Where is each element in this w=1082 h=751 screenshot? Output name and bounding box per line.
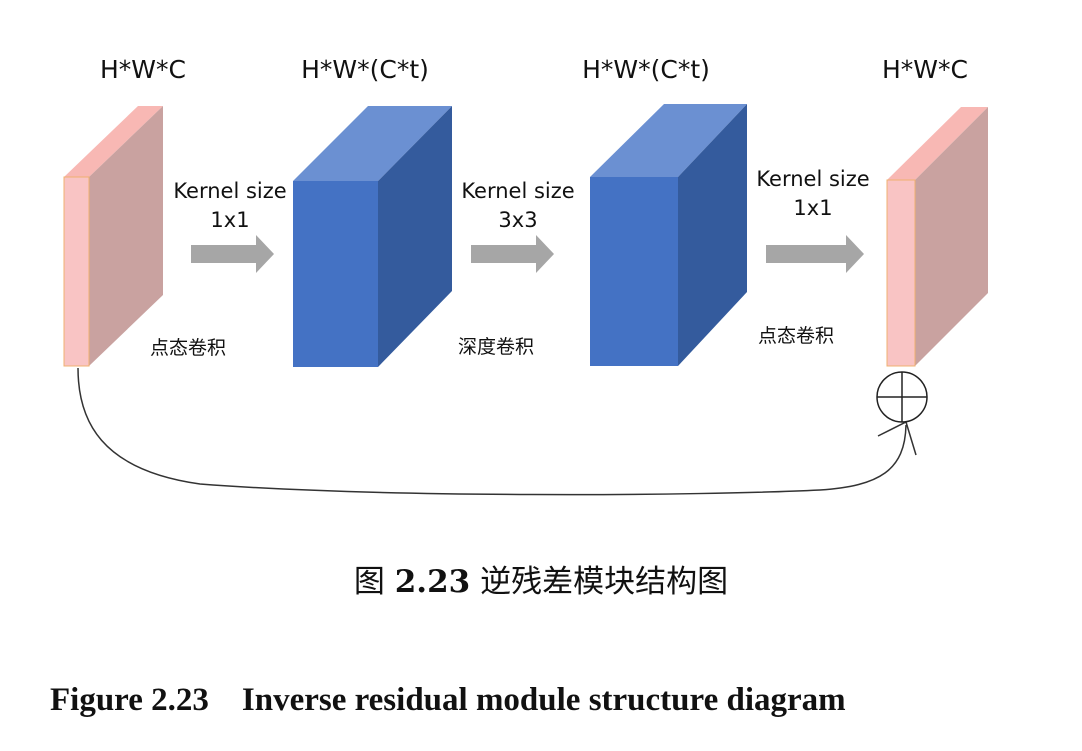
input-tensor-top — [64, 106, 163, 177]
expanded-block-1 — [293, 106, 452, 367]
expanded-block-2 — [590, 104, 747, 366]
expanded-block-1-top — [293, 106, 452, 181]
output-tensor-front — [886, 179, 916, 367]
op-1-name: 点态卷积 — [150, 337, 226, 359]
arrow-3 — [766, 235, 864, 273]
expanded-block-1-front — [293, 181, 378, 367]
caption-cn-number: 2.23 — [394, 564, 471, 600]
arrow-1 — [191, 235, 274, 273]
caption-chinese: 图 2.23 逆残差模块结构图 — [0, 556, 1082, 601]
op-2-name: 深度卷积 — [458, 336, 534, 358]
op-1-kernel-line2: 1x1 — [210, 208, 249, 232]
op-3-kernel-line1: Kernel size — [756, 167, 869, 191]
op-2-kernel-line2: 3x3 — [498, 208, 537, 232]
expanded-block-2-side — [678, 104, 747, 366]
stage-2-dims: H*W*(C*t) — [301, 55, 429, 84]
arrow-2 — [471, 235, 554, 273]
add-circle-icon — [876, 371, 928, 423]
caption-cn-prefix: 图 — [353, 564, 395, 600]
input-tensor-front — [63, 176, 90, 367]
op-1-kernel-line1: Kernel size — [173, 179, 286, 203]
expanded-block-2-front — [590, 177, 678, 366]
op-3-kernel-line2: 1x1 — [793, 196, 832, 220]
stage-3-dims: H*W*(C*t) — [582, 55, 710, 84]
output-tensor — [886, 107, 988, 367]
input-tensor-side — [89, 106, 163, 366]
op-3-name: 点态卷积 — [758, 325, 834, 347]
expanded-block-2-top — [590, 104, 747, 177]
residual-arrowhead — [877, 420, 917, 456]
output-tensor-side — [915, 107, 988, 366]
stage-1-dims: H*W*C — [100, 55, 186, 84]
caption-cn-title: 逆残差模块结构图 — [480, 564, 729, 600]
op-2-kernel-line1: Kernel size — [461, 179, 574, 203]
residual-connection-line — [77, 367, 907, 496]
output-tensor-top — [887, 107, 988, 180]
stage-4-dims: H*W*C — [882, 55, 968, 84]
input-tensor — [63, 106, 163, 367]
expanded-block-1-side — [378, 106, 452, 367]
caption-english: Figure 2.23 Inverse residual module stru… — [50, 682, 846, 718]
